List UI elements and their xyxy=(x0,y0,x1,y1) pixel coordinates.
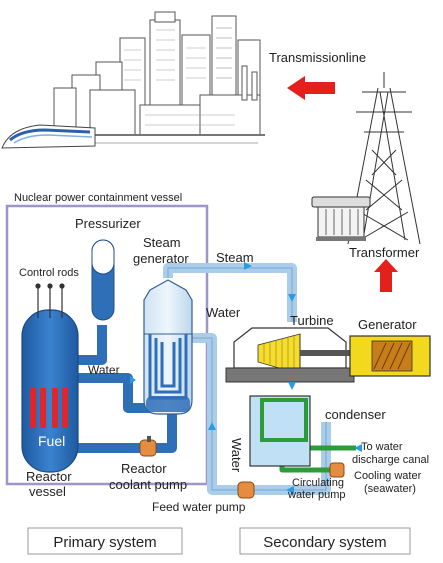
transformer-icon xyxy=(311,196,371,241)
control-rods-label: Control rods xyxy=(19,267,79,279)
reactor-vessel-label-1: Reactor xyxy=(26,469,72,484)
flow-arrow-icon xyxy=(288,382,296,390)
cooling-water-label-2: (seawater) xyxy=(364,483,416,495)
condenser xyxy=(249,395,311,467)
turbine xyxy=(225,327,358,383)
feed-water-pump-icon xyxy=(237,481,255,499)
fuel-rod xyxy=(52,388,58,428)
water-label-vertical: Water xyxy=(229,438,244,473)
water-label-primary: Water xyxy=(88,363,120,377)
pressurizer-label: Pressurizer xyxy=(75,216,141,231)
transmission-line-label: Transmissionline xyxy=(269,50,366,65)
cooling-water-label-1: Cooling water xyxy=(354,470,422,482)
flow-arrows xyxy=(130,262,362,494)
flow-arrow-icon xyxy=(130,376,136,384)
flow-arrow-icon xyxy=(354,444,362,452)
flow-arrow-icon xyxy=(244,262,252,270)
feed-water-pump-label: Feed water pump xyxy=(152,500,246,514)
flow-arrow-icon xyxy=(208,422,216,430)
control-rods-icon xyxy=(35,283,65,318)
steam-generator-label-1: Steam xyxy=(143,235,181,250)
fuel-label: Fuel xyxy=(38,433,65,449)
secondary-system-label: Secondary system xyxy=(263,534,386,551)
reactor-coolant-pump-label-2: coolant pump xyxy=(109,477,187,492)
pressurizer xyxy=(91,239,115,321)
transmission-tower-icon xyxy=(347,72,421,245)
steam-label: Steam xyxy=(216,250,254,265)
steam-generator-label-2: generator xyxy=(133,251,189,266)
city-skyline xyxy=(30,11,265,144)
circulating-water-pump-icon xyxy=(329,462,345,478)
generator xyxy=(349,335,431,377)
flow-arrow-icon xyxy=(288,294,296,302)
containment-vessel-label: Nuclear power containment vessel xyxy=(14,192,182,204)
reactor-coolant-pump-icon xyxy=(139,436,157,457)
generator-label: Generator xyxy=(358,317,417,332)
secondary-system-box xyxy=(239,527,411,555)
circulating-water-pump-label-1: Circulating xyxy=(292,477,344,489)
to-water-discharge-label-2: discharge canal xyxy=(352,454,429,466)
power-arrow-up xyxy=(374,259,398,292)
primary-system-box xyxy=(27,527,183,555)
fuel-rod xyxy=(40,388,46,428)
primary-system-label: Primary system xyxy=(53,534,156,551)
reactor-coolant-pump-label-1: Reactor xyxy=(121,461,167,476)
condenser-label: condenser xyxy=(325,407,386,422)
reactor-vessel-label-2: vessel xyxy=(29,484,66,499)
turbine-label: Turbine xyxy=(290,313,334,328)
water-label-sg: Water xyxy=(206,305,241,320)
power-arrow-left xyxy=(287,76,335,100)
transformer-label: Transformer xyxy=(349,245,420,260)
building-windows xyxy=(124,27,235,126)
steam-generator xyxy=(143,279,193,415)
circulating-water-pump-label-2: water pump xyxy=(287,489,345,501)
to-water-discharge-label-1: To water xyxy=(361,441,403,453)
fuel-rod xyxy=(62,388,68,428)
fuel-rod xyxy=(30,388,36,428)
train-icon xyxy=(1,124,96,149)
flow-arrow-icon xyxy=(286,486,294,494)
